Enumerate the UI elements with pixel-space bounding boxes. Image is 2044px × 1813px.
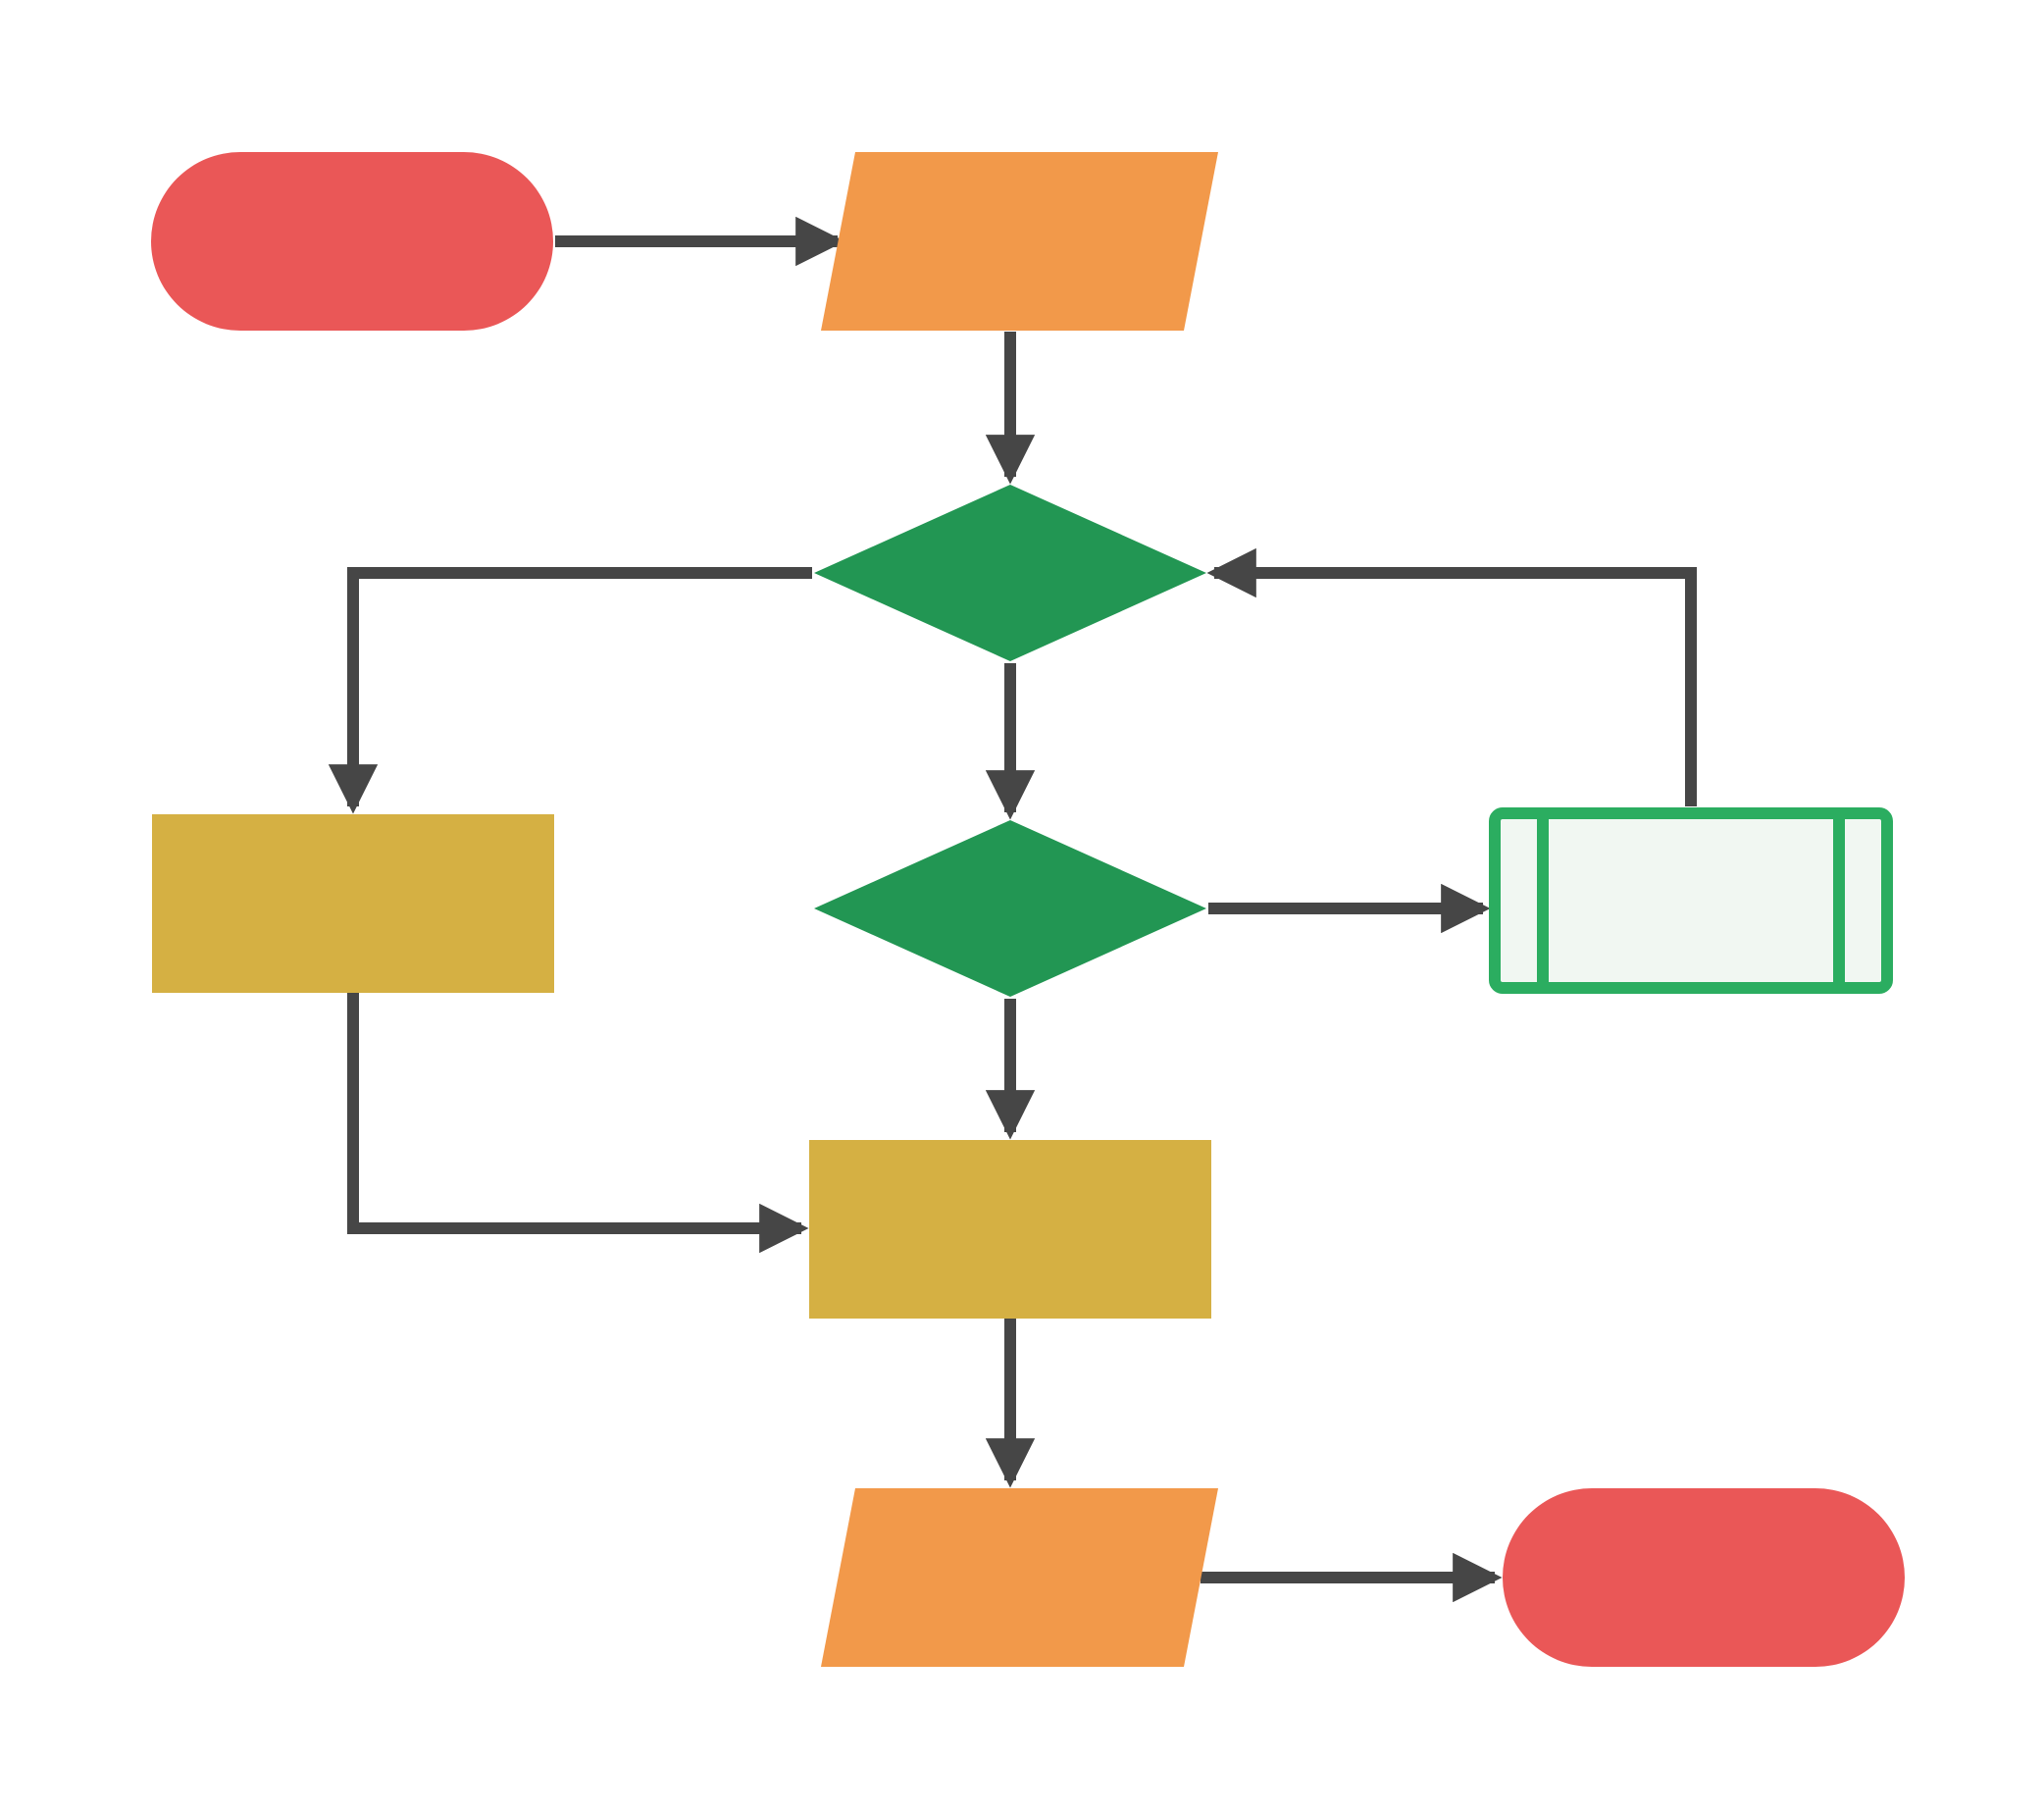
node-predefined-process[interactable] xyxy=(1489,807,1893,994)
node-decision-1[interactable] xyxy=(814,485,1206,661)
node-decision-2[interactable] xyxy=(814,820,1206,997)
node-process-left[interactable] xyxy=(152,814,554,993)
edge-decision-1-to-process-left[interactable] xyxy=(328,567,812,814)
node-end-terminator[interactable] xyxy=(1503,1488,1905,1667)
node-io-bottom[interactable] xyxy=(821,1488,1218,1667)
node-start-terminator[interactable] xyxy=(151,152,553,331)
node-process-middle[interactable] xyxy=(809,1140,1211,1319)
node-io-top[interactable] xyxy=(821,152,1218,331)
edge-predefined-process-to-decision-1[interactable] xyxy=(1206,547,1697,806)
predefined-process-frame[interactable] xyxy=(1489,807,1893,994)
edge-process-left-to-process-middle[interactable] xyxy=(347,993,809,1254)
